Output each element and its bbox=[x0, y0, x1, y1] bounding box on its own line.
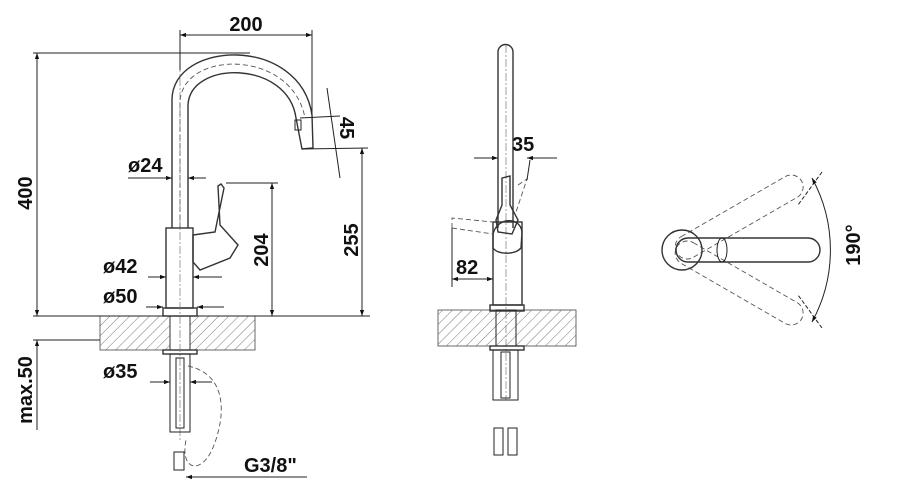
dim-body-diameter: ø42 bbox=[103, 256, 137, 278]
hose-connector-right bbox=[507, 427, 518, 456]
swivel-arc bbox=[811, 177, 831, 323]
dim-base-diameter: ø50 bbox=[103, 286, 137, 308]
dim-spout-end: 45 bbox=[335, 117, 357, 139]
faucet-body-front bbox=[492, 221, 523, 306]
dim-lever-offset: 35 bbox=[512, 134, 534, 156]
dim-hole-diameter: ø35 bbox=[103, 361, 137, 383]
front-view: 35 82 bbox=[437, 43, 577, 456]
lever-handle bbox=[192, 183, 239, 271]
dim-swivel-angle: 190° bbox=[843, 224, 865, 265]
faucet-body bbox=[165, 227, 194, 309]
hose-connector bbox=[173, 451, 185, 471]
dim-counter-thickness: max.50 bbox=[15, 356, 37, 424]
dim-connection: G3/8" bbox=[244, 455, 297, 477]
countertop-section-front bbox=[437, 309, 577, 347]
dim-reach: 200 bbox=[229, 14, 262, 36]
side-view: 200 400 max.50 45 ø24 204 255 ø42 ø50 bbox=[15, 14, 370, 480]
dim-lever-clearance: 82 bbox=[456, 257, 478, 279]
dim-outlet-height: 255 bbox=[341, 223, 363, 256]
dim-height: 400 bbox=[15, 176, 37, 209]
spout bbox=[171, 54, 314, 228]
top-view: 190° bbox=[661, 171, 865, 329]
faucet-base-top bbox=[661, 229, 703, 271]
hose-connector-left bbox=[493, 427, 504, 456]
dim-spout-diameter: ø24 bbox=[128, 155, 163, 177]
dim-lever-height: 204 bbox=[251, 232, 273, 266]
lever-top bbox=[675, 237, 821, 263]
spout-front bbox=[497, 43, 514, 228]
